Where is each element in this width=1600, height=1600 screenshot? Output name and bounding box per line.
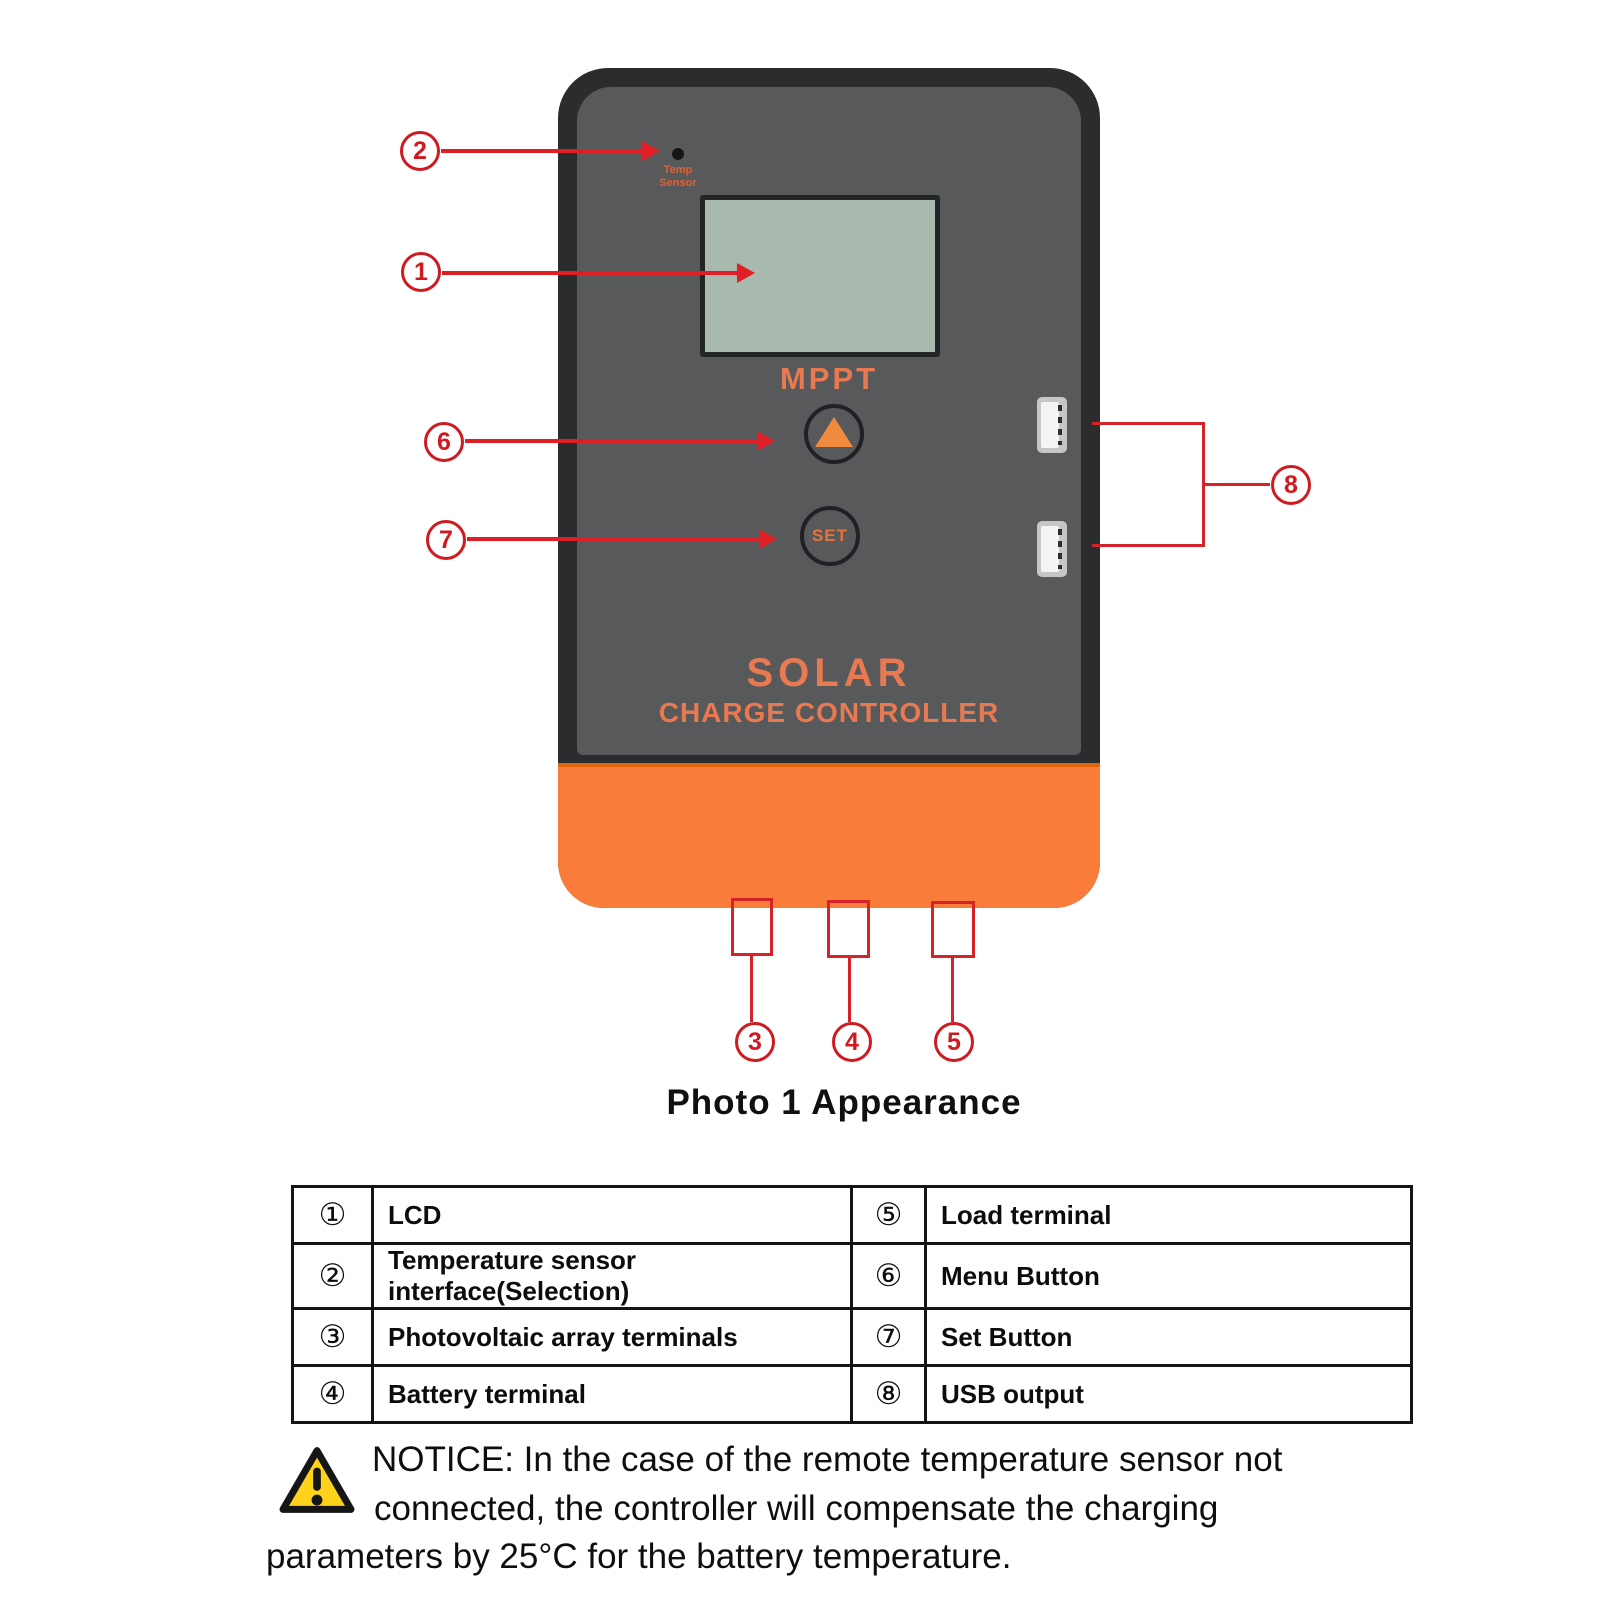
callout-1: 1	[401, 252, 441, 292]
load-terminal-box	[931, 901, 975, 958]
callout-4: 4	[832, 1022, 872, 1062]
legend-label: Menu Button	[924, 1242, 1413, 1310]
legend-num: ⑦	[850, 1307, 927, 1367]
legend-label: LCD	[371, 1185, 853, 1245]
brand-title: SOLAR	[746, 651, 912, 695]
legend-table: ① LCD ⑤ Load terminal ② Temperature sens…	[291, 1185, 1413, 1424]
callout-7: 7	[426, 520, 466, 560]
legend-num: ⑤	[850, 1185, 927, 1245]
usb-port-icon	[1037, 397, 1067, 453]
temp-sensor-port	[672, 148, 684, 160]
callout-3: 3	[735, 1022, 775, 1062]
menu-button	[804, 404, 864, 464]
table-row: ③ Photovoltaic array terminals ⑦ Set But…	[291, 1307, 1413, 1367]
solar-charge-controller-device: Temp Sensor MPPT SET SOLAR CHARGE CONTRO…	[558, 68, 1100, 908]
battery-terminal-box	[827, 900, 870, 958]
legend-num: ③	[291, 1307, 374, 1367]
legend-label: Set Button	[924, 1307, 1413, 1367]
figure-caption: Photo 1 Appearance	[666, 1083, 1022, 1122]
legend-label: USB output	[924, 1364, 1413, 1424]
table-row: ④ Battery terminal ⑧ USB output	[291, 1364, 1413, 1424]
usb-bracket-line	[1202, 483, 1270, 486]
notice-text-line1: NOTICE: In the case of the remote temper…	[372, 1440, 1283, 1479]
usb-port-icon	[1037, 521, 1067, 577]
notice-text-line3: parameters by 25°C for the battery tempe…	[266, 1537, 1012, 1576]
legend-label: Photovoltaic array terminals	[371, 1307, 853, 1367]
arrow-to-menu-button	[465, 431, 775, 451]
usb-bracket-line	[1092, 544, 1205, 547]
arrow-to-set-button	[467, 529, 777, 549]
mppt-label: MPPT	[779, 361, 879, 396]
leader-line-3	[750, 956, 753, 1022]
usb-bracket-line	[1092, 422, 1205, 425]
legend-num: ⑧	[850, 1364, 927, 1424]
legend-label: Temperature sensor interface(Selection)	[371, 1242, 853, 1310]
device-orange-section	[558, 763, 1100, 908]
pv-terminal-box	[731, 898, 773, 956]
table-row: ① LCD ⑤ Load terminal	[291, 1185, 1413, 1245]
callout-8: 8	[1271, 465, 1311, 505]
leader-line-5	[951, 958, 954, 1022]
table-row: ② Temperature sensor interface(Selection…	[291, 1242, 1413, 1310]
legend-num: ④	[291, 1364, 374, 1424]
temp-sensor-label: Temp Sensor	[659, 164, 697, 189]
callout-6: 6	[424, 422, 464, 462]
set-button: SET	[800, 506, 860, 566]
brand-subtitle: CHARGE CONTROLLER	[658, 697, 1000, 728]
legend-label: Load terminal	[924, 1185, 1413, 1245]
lcd-screen	[700, 195, 940, 357]
legend-label: Battery terminal	[371, 1364, 853, 1424]
notice-text-line2: connected, the controller will compensat…	[374, 1489, 1219, 1528]
warning-triangle-icon	[279, 1447, 355, 1513]
arrow-to-temp-sensor	[441, 141, 660, 161]
arrow-to-lcd	[442, 263, 755, 283]
leader-line-4	[848, 958, 851, 1022]
legend-num: ⑥	[850, 1242, 927, 1310]
legend-num: ②	[291, 1242, 374, 1310]
callout-5: 5	[934, 1022, 974, 1062]
up-triangle-icon	[815, 417, 853, 447]
legend-num: ①	[291, 1185, 374, 1245]
callout-2: 2	[400, 131, 440, 171]
